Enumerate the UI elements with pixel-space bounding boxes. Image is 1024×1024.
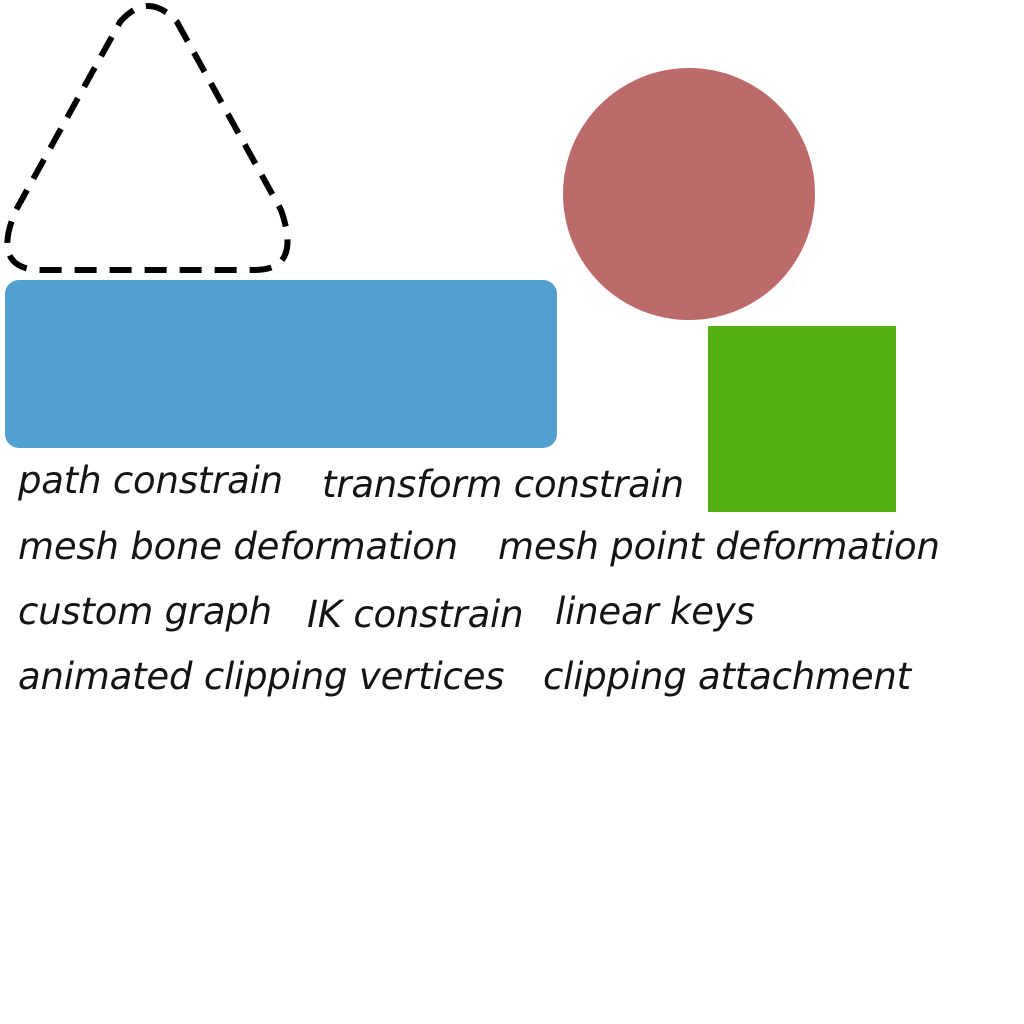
- label-path-constrain: path constrain: [18, 459, 283, 502]
- label-transform-constrain: transform constrain: [322, 463, 684, 506]
- label-mesh-point-deformation: mesh point deformation: [498, 525, 940, 568]
- label-custom-graph: custom graph: [18, 590, 272, 633]
- blue-rounded-rectangle: [5, 280, 557, 448]
- green-square: [708, 326, 896, 512]
- label-clipping-attachment: clipping attachment: [543, 655, 911, 698]
- label-ik-constrain: IK constrain: [307, 593, 524, 636]
- label-animated-clipping-vertices: animated clipping vertices: [18, 655, 505, 698]
- dashed-triangle: [4, 3, 291, 273]
- label-linear-keys: linear keys: [555, 590, 755, 633]
- label-mesh-bone-deformation: mesh bone deformation: [18, 525, 458, 568]
- red-circle: [563, 68, 815, 320]
